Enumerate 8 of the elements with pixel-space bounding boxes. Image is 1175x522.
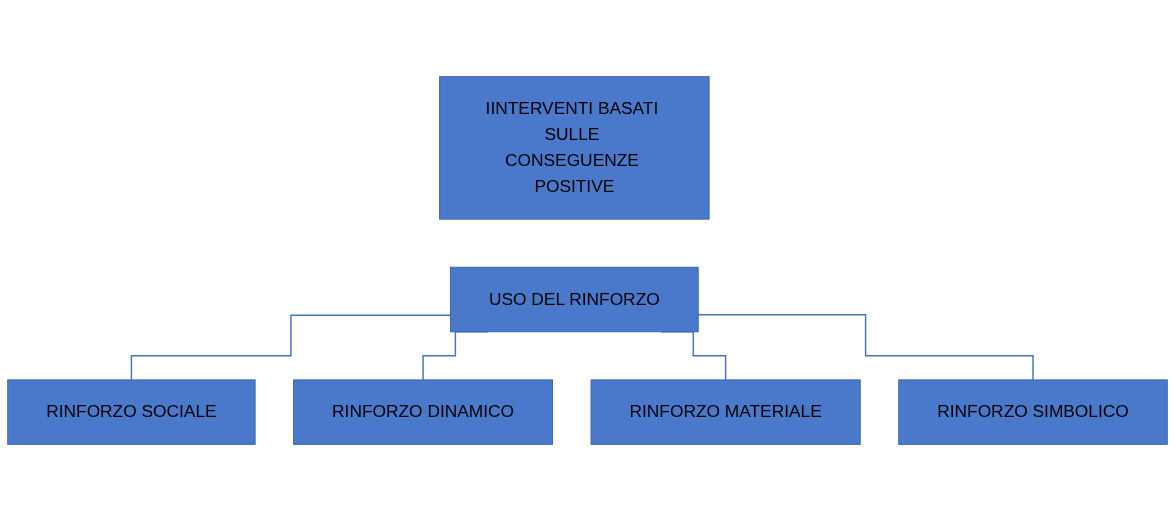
node-box: RINFORZO MATERIALE [590, 379, 861, 446]
node-box: IINTERVENTI BASATI SULLE CONSEGUENZE POSITIVE [439, 76, 710, 221]
node-box: RINFORZO DINAMICO [293, 379, 553, 446]
node-box: RINFORZO SOCIALE [7, 379, 256, 446]
connector [130, 315, 452, 382]
connector [697, 314, 1034, 382]
node-box: USO DEL RINFORZO [450, 267, 699, 333]
node-box: RINFORZO SIMBOLICO [898, 379, 1168, 446]
